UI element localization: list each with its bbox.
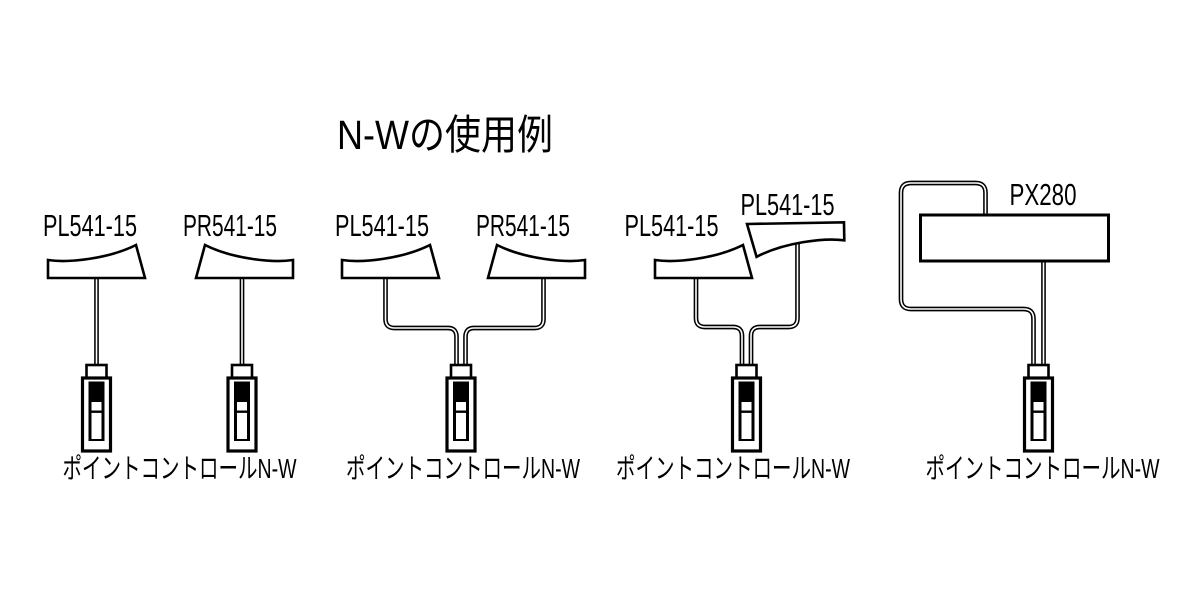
switch-label: PL541-15 xyxy=(43,208,137,243)
example-4-px280-control: PX280 ポイントコントロールN-W xyxy=(898,177,1160,484)
px280-box xyxy=(919,213,1110,263)
diagram-title: N-Wの使用例 xyxy=(337,112,553,158)
example-2-dual-switch-one-control: PL541-15 PR541-15 ポイントコントロールN-W xyxy=(335,208,587,484)
example-1-separate-controls: PL541-15 PR541-15 ポイントコントロールN-W xyxy=(43,208,297,484)
switch-label: PL541-15 xyxy=(625,208,719,243)
wire-core xyxy=(384,268,458,366)
controller-unit xyxy=(80,363,113,453)
controller-unit xyxy=(445,363,477,453)
controller-label: ポイントコントロールN-W xyxy=(926,453,1160,484)
switch-label: PR541-15 xyxy=(476,208,570,243)
switch-label: PR541-15 xyxy=(183,208,277,243)
controller-unit xyxy=(730,363,763,453)
controller-unit xyxy=(1022,363,1055,453)
controller-label: ポイントコントロールN-W xyxy=(346,453,580,484)
controller-label: ポイントコントロールN-W xyxy=(616,453,850,484)
controller-label: ポイントコントロールN-W xyxy=(63,453,297,484)
example-3-crossover-one-control: PL541-15 PL541-15 ポイントコントロールN-W xyxy=(616,187,850,484)
wire-core xyxy=(750,238,799,366)
switch-label: PL541-15 xyxy=(335,208,429,243)
wire-core xyxy=(695,268,743,366)
controller-unit xyxy=(226,363,258,453)
wire-core xyxy=(900,182,1035,366)
switch-label: PL541-15 xyxy=(741,187,835,222)
wire-core xyxy=(464,268,545,366)
px280-label: PX280 xyxy=(1010,177,1077,212)
